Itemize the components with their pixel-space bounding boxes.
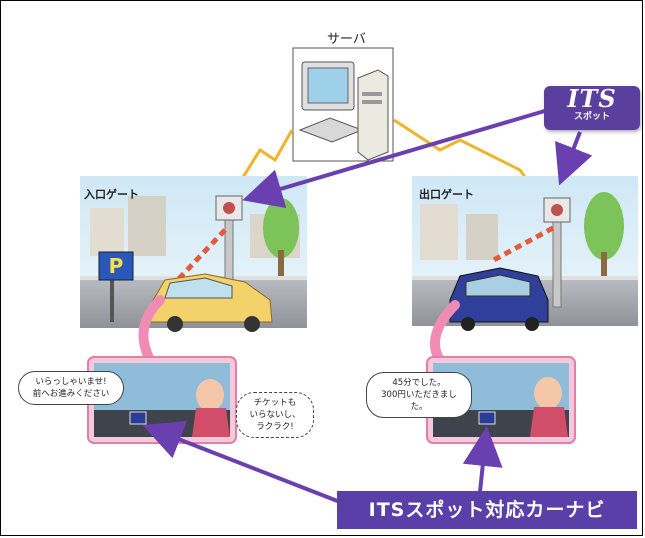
- speech-bubble-entrance-welcome: いらっしゃいませ! 前へお進みください: [18, 371, 124, 405]
- its-spot-badge: ITS スポット: [544, 86, 640, 130]
- arrow-navi-to-exit: [462, 426, 503, 493]
- speech-line: チケットも: [253, 398, 297, 408]
- exit-scene: [412, 176, 638, 331]
- parking-sign: P: [108, 254, 124, 278]
- speech-line: ラクラク!: [256, 422, 294, 432]
- speech-line: 前へお進みください: [32, 389, 110, 399]
- arrow-navi-to-entrance: [142, 420, 341, 504]
- its-badge-subtitle: スポット: [573, 112, 610, 122]
- speech-line: いらないし、: [249, 410, 301, 420]
- speech-line: 45分でした。: [392, 378, 446, 388]
- entrance-scene: [80, 176, 307, 332]
- arrow-its-to-exit: [555, 131, 593, 186]
- entrance-gate-label: 入口ゲート: [84, 188, 139, 201]
- server-illustration: [292, 47, 394, 162]
- exit-gate-label: 出口ゲート: [419, 188, 474, 201]
- its-badge-title: ITS: [567, 84, 617, 113]
- entrance-navi-panel: [87, 356, 237, 444]
- speech-line: 300円いただきました。: [381, 390, 457, 412]
- its-navi-label: ITSスポット対応カーナビ: [337, 491, 637, 529]
- speech-bubble-entrance-ticket: チケットも いらないし、 ラクラク!: [236, 392, 314, 438]
- server-label: サーバ: [327, 32, 366, 47]
- speech-line: いらっしゃいませ!: [35, 377, 107, 387]
- arrow-its-to-entrance: [242, 108, 549, 209]
- speech-bubble-exit-fee: 45分でした。 300円いただきました。: [366, 372, 472, 418]
